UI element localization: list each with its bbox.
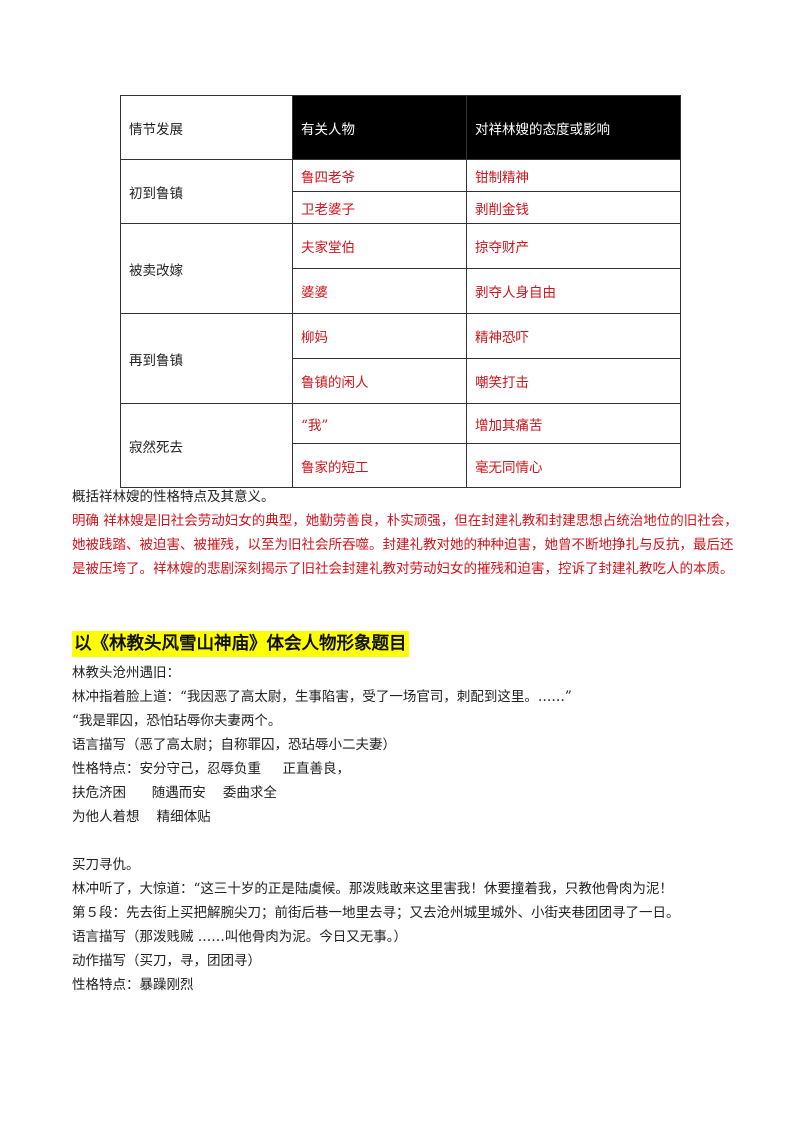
effect-cell: 嘲笑打击 — [466, 358, 681, 404]
table-row: 寂然死去 “我” 增加其痛苦 — [120, 403, 681, 488]
text-line: 林冲听了，大惊道：“这三十岁的正是陆虞候。那泼贱敢来这里害我！休要撞着我，只教他… — [72, 881, 673, 897]
effect-cell: 毫无同情心 — [466, 443, 681, 488]
text-line: 林教头沧州遇旧： — [72, 665, 180, 681]
section-lin-chong-reunion: 林教头沧州遇旧： 林冲指着脸上道：“我因恶了高太尉，生事陷害，受了一场官司，刺配… — [72, 661, 740, 829]
question-text: 概括祥林嫂的性格特点及其意义。 — [72, 489, 275, 505]
text-line: 第５段：先去街上买把解腕尖刀；前街后巷一地里去寻；又去沧州城里城外、小街夹巷团团… — [72, 905, 680, 921]
person-cell: 卫老婆子 — [292, 191, 467, 224]
stage-cell: 被卖改嫁 — [120, 223, 293, 314]
effect-cell: 增加其痛苦 — [466, 403, 681, 444]
effect-cell: 钳制精神 — [466, 159, 681, 192]
stage-cell: 初到鲁镇 — [120, 159, 293, 224]
person-cell: 柳妈 — [292, 313, 467, 359]
text-line: 林冲指着脸上道：“我因恶了高太尉，生事陷害，受了一场官司，刺配到这里。……” — [72, 689, 572, 705]
text-line: 扶危济困 随遇而安 委曲求全 — [72, 785, 277, 801]
stage-cell: 再到鲁镇 — [120, 313, 293, 404]
section-buy-knife: 买刀寻仇。 林冲听了，大惊道：“这三十岁的正是陆虞候。那泼贱敢来这里害我！休要撞… — [72, 853, 740, 997]
table-row: 被卖改嫁 夫家堂伯 掠夺财产 — [120, 223, 681, 314]
table-row: 卫老婆子 剥削金钱 — [121, 191, 681, 224]
effect-cell: 掠夺财产 — [466, 223, 681, 269]
person-cell: “我” — [292, 403, 467, 444]
text-line: 为他人着想 精细体贴 — [72, 809, 211, 825]
text-line: 性格特点：安分守己，忍辱负重 正直善良， — [72, 761, 350, 777]
text-line: 动作描写（买刀，寻，团团寻） — [72, 953, 261, 969]
table-row: 初到鲁镇 鲁四老爷 钳制精神 — [120, 159, 681, 224]
header-plot: 情节发展 — [120, 95, 293, 160]
table-header-row: 情节发展 有关人物 对祥林嫂的态度或影响 — [120, 95, 681, 160]
header-person: 有关人物 — [292, 95, 467, 160]
effect-cell: 剥夺人身自由 — [466, 268, 681, 314]
effect-cell: 剥削金钱 — [466, 191, 681, 224]
plot-table: 情节发展 有关人物 对祥林嫂的态度或影响 初到鲁镇 鲁四老爷 钳制精神 卫老婆子… — [120, 95, 681, 488]
text-line: “我是罪囚，恐怕玷辱你夫妻两个。 — [72, 713, 282, 729]
text-line: 买刀寻仇。 — [72, 857, 140, 873]
table-row: 鲁家的短工 毫无同情心 — [121, 443, 681, 488]
header-effect: 对祥林嫂的态度或影响 — [466, 95, 681, 160]
text-line: 语言描写（恶了高太尉；自称罪囚，恐玷辱小二夫妻） — [72, 737, 396, 753]
question-block: 概括祥林嫂的性格特点及其意义。 明确 祥林嫂是旧社会劳动妇女的典型，她勤劳善良，… — [72, 485, 740, 581]
section-heading: 以《林教头风雪山神庙》体会人物形象题目 — [72, 631, 409, 657]
effect-cell: 精神恐吓 — [466, 313, 681, 359]
person-cell: 鲁镇的闲人 — [292, 358, 467, 404]
table-row: 婆婆 剥夺人身自由 — [121, 268, 681, 314]
table-row: 再到鲁镇 柳妈 精神恐吓 — [120, 313, 681, 404]
text-line: 语言描写（那泼贱贼 ……叫他骨肉为泥。今日又无事。） — [72, 929, 408, 945]
table-row: 鲁镇的闲人 嘲笑打击 — [121, 358, 681, 404]
answer-text: 明确 祥林嫂是旧社会劳动妇女的典型，她勤劳善良，朴实顽强，但在封建礼教和封建思想… — [72, 513, 738, 577]
person-cell: 婆婆 — [292, 268, 467, 314]
stage-cell: 寂然死去 — [120, 403, 293, 488]
person-cell: 夫家堂伯 — [292, 223, 467, 269]
text-line: 性格特点：暴躁刚烈 — [72, 977, 194, 993]
person-cell: 鲁家的短工 — [292, 443, 467, 488]
person-cell: 鲁四老爷 — [292, 159, 467, 192]
